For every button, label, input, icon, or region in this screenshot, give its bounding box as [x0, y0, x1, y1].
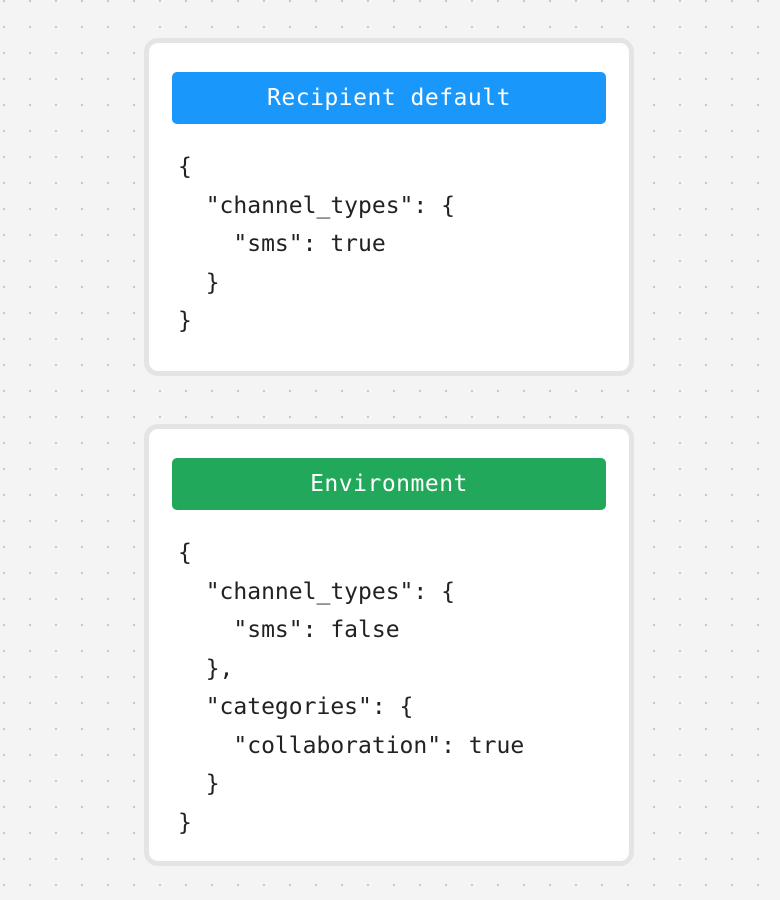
card-recipient-default: Recipient default { "channel_types": { "… [144, 38, 634, 376]
json-code-environment: { "channel_types": { "sms": false }, "ca… [178, 540, 525, 836]
card-title-recipient-default: Recipient default [267, 84, 511, 111]
card-title-environment: Environment [310, 470, 468, 497]
card-title-bar-environment: Environment [172, 458, 606, 510]
card-title-bar-recipient-default: Recipient default [172, 72, 606, 124]
json-code-recipient-default: { "channel_types": { "sms": true } } [178, 154, 455, 334]
card-environment: Environment { "channel_types": { "sms": … [144, 424, 634, 866]
